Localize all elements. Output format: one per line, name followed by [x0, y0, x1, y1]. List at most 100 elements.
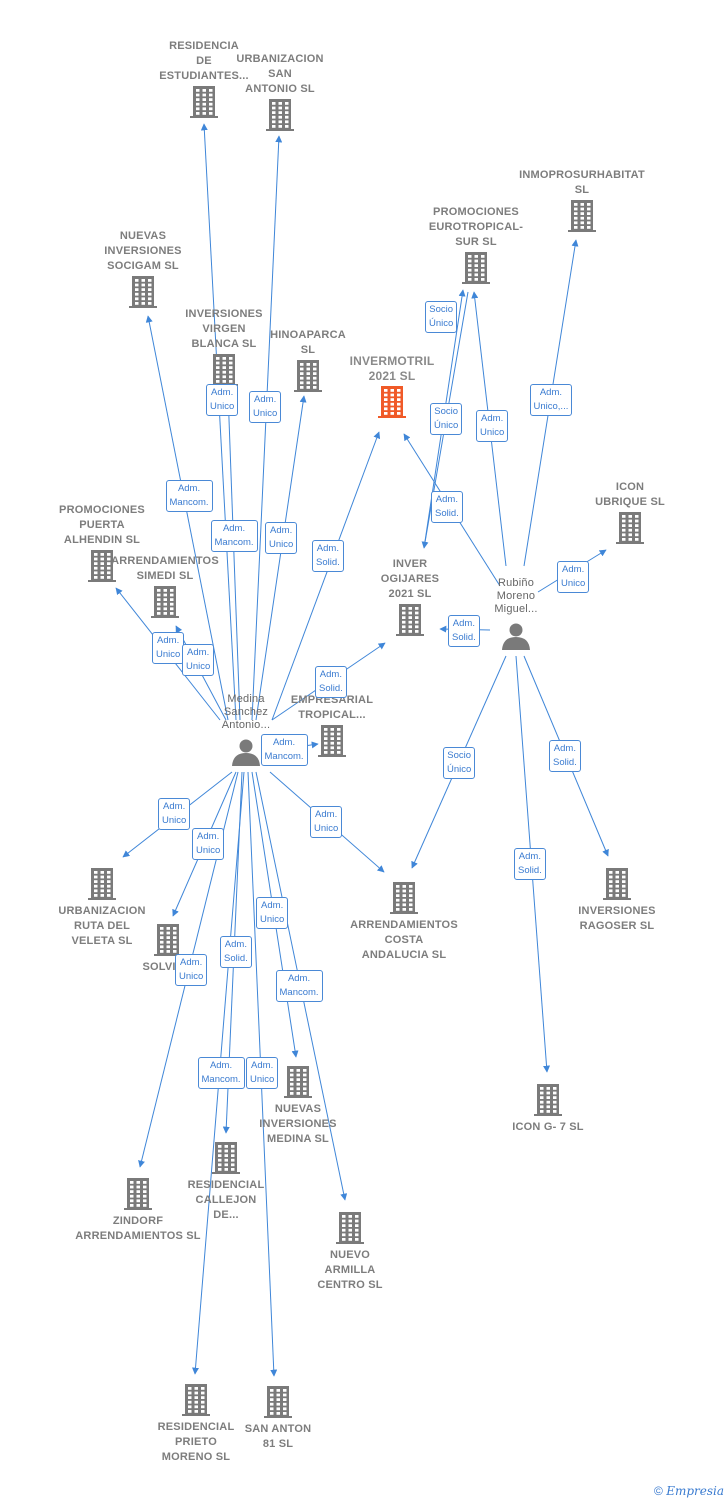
edge-badge-medina-to-res_callejon[interactable]: Adm.Solid. [220, 936, 252, 968]
node-solvin[interactable]: SOLVIN... [98, 960, 238, 975]
building-icon[interactable] [534, 1084, 562, 1116]
building-icon[interactable] [190, 86, 218, 118]
edge-badge-medina-to-zindorf[interactable]: Adm.Unico [175, 954, 208, 986]
node-label: VIRGEN [202, 323, 246, 335]
building-icon[interactable] [88, 868, 116, 900]
edge-badge-rubino-to-promo_euro[interactable]: Adm.Unico [476, 410, 509, 442]
edge-medina-to-urb_san_antonio [251, 135, 283, 721]
person-icon[interactable] [502, 623, 530, 651]
edge-badge-rubino-to-icon_ubrique[interactable]: Adm.Unico [557, 561, 590, 593]
edge-badge-text: Socio [447, 750, 472, 761]
building-icon[interactable] [88, 550, 116, 582]
edge-badge-medina-to-promo_puerta[interactable]: Adm.Unico [152, 632, 185, 664]
edge-badge-text: Adm. [316, 543, 339, 554]
building-icon[interactable] [603, 868, 631, 900]
edge-badge-medina-to-urb_veleta[interactable]: Adm.Unico [158, 798, 191, 830]
building-icon[interactable] [568, 200, 596, 232]
edge-badge-text: Único [447, 764, 472, 775]
building-icon[interactable] [336, 1212, 364, 1244]
building-icon[interactable] [151, 586, 179, 618]
edge-badge-text: Unico [196, 845, 221, 856]
edge-badge-medina-to-nuevas_socigam[interactable]: Adm.Mancom. [165, 480, 213, 512]
building-icon[interactable] [154, 924, 182, 956]
node-icon_g7[interactable]: ICON G- 7 SL [478, 1120, 618, 1135]
edge-badge-medina-to-residencia[interactable]: Adm.Unico [206, 384, 239, 416]
node-label: CENTRO SL [317, 1279, 383, 1291]
edge-badge-medina-to-empresarial_trop[interactable]: Adm.Mancom. [260, 734, 308, 766]
building-icon[interactable] [266, 99, 294, 131]
building-icon[interactable] [616, 512, 644, 544]
building-icon[interactable] [129, 276, 157, 308]
edge-badge-medina-to-urb_san_antonio[interactable]: Adm.Unico [249, 391, 282, 423]
building-icon[interactable] [390, 882, 418, 914]
edge-badge-rubino-to-icon_g7[interactable]: Adm.Solid. [514, 848, 546, 880]
building-icon[interactable] [264, 1386, 292, 1418]
building-icon[interactable] [462, 252, 490, 284]
edge-badge-medina-to-solvin[interactable]: Adm.Unico [192, 828, 225, 860]
edge-badge-rubino-to-inver_ogijares[interactable]: Adm.Solid. [448, 615, 480, 647]
edge-badge-rubino-to-inmoprosur[interactable]: Adm.Unico,... [529, 384, 573, 416]
edge-badge-medina-to-invermotril[interactable]: Adm.Solid. [312, 540, 344, 572]
building-icon[interactable] [124, 1178, 152, 1210]
building-icon[interactable] [378, 386, 406, 418]
building-icon[interactable] [210, 354, 238, 386]
node-label: URBANIZACION [236, 53, 324, 65]
edge-badge-medina-to-nuevo_armilla[interactable]: Adm.Mancom. [275, 970, 323, 1002]
edge-badge-text: Mancom. [264, 751, 304, 762]
building-icon[interactable] [212, 1142, 240, 1174]
edge-badge-medina-to-nuevas_medina[interactable]: Adm.Unico [256, 897, 289, 929]
edge-badge-text: Adm. [553, 743, 576, 754]
edge-badge-medina-to-arr_simedi[interactable]: Adm.Unico [182, 644, 215, 676]
edge-badge-medina-to-arr_costa[interactable]: Adm.Unico [310, 806, 343, 838]
building-icon[interactable] [294, 360, 322, 392]
node-label: PRIETO [175, 1436, 217, 1448]
building-icon[interactable] [284, 1066, 312, 1098]
node-label: DE... [213, 1209, 239, 1221]
edge-medina-to-hinoaparca [255, 395, 307, 721]
edge-badge-medina-to-inver_ogijares[interactable]: Adm.Solid. [315, 666, 347, 698]
building-icon[interactable] [396, 604, 424, 636]
edge-badge-rubino-to-invermotril[interactable]: Adm.Solid. [431, 491, 463, 523]
node-label: ICON G- 7 SL [512, 1121, 584, 1133]
building-icon[interactable] [182, 1384, 210, 1416]
node-label: 2021 SL [388, 588, 432, 600]
edge-badge-text: Solid. [518, 865, 542, 876]
edge-badge-medina-to-res_prieto[interactable]: Adm.Mancom. [197, 1057, 245, 1089]
building-icon[interactable] [318, 725, 346, 757]
edge-badge-medina-to-inv_virgen[interactable]: Adm.Mancom. [210, 520, 258, 552]
node-label: SAN [268, 68, 292, 80]
brand-logo[interactable]: Empresia [666, 1484, 724, 1498]
edge-badge-rubino-to-inv_ragoser[interactable]: Adm.Solid. [549, 740, 581, 772]
edge-badge-medina-to-san_anton[interactable]: Adm.Unico [246, 1057, 279, 1089]
edge-badge-text: Adm. [222, 523, 246, 534]
person-icon[interactable] [232, 739, 260, 767]
edge-badge-medina-to-hinoaparca[interactable]: Adm.Unico [265, 522, 298, 554]
